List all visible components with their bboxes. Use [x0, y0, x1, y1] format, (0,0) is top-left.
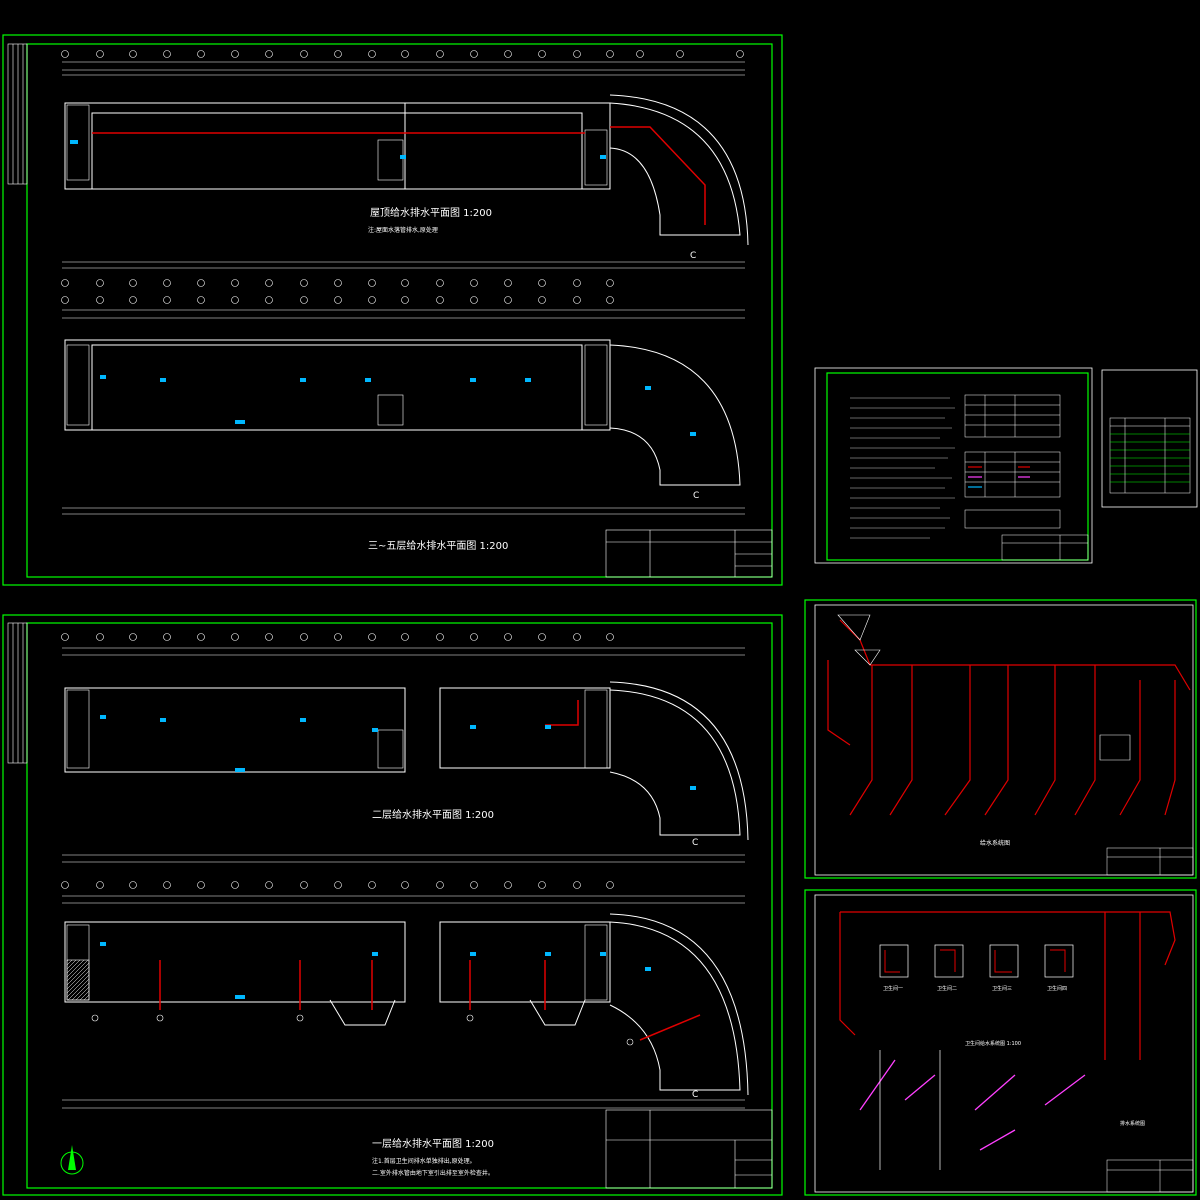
- title-block-c: [1001, 534, 1089, 561]
- title-block-b: [605, 1109, 773, 1189]
- section-mark-c: C: [692, 838, 698, 848]
- toilet-supply-main: [839, 911, 1176, 1060]
- toilet-detail-pipes: [884, 949, 1066, 973]
- binding-strip: [7, 43, 28, 185]
- drain-stacks: [879, 1050, 941, 1170]
- detail-label-2: 卫生间二: [937, 985, 957, 992]
- supply-risers: [827, 619, 1191, 816]
- binding-strip-b: [7, 622, 28, 764]
- legend-swatches: [968, 466, 1030, 488]
- roof-plan-note: 注:屋面水落管排水,原处理: [368, 226, 438, 234]
- floor-2-plan: 二层给水排水平面图 1:200 C: [61, 633, 749, 863]
- detail-label-3: 卫生间三: [992, 985, 1012, 992]
- fixtures-floor-3-5: [100, 375, 696, 436]
- note-line-2: 二.室外排水管由地下室引出排至室外检查井。: [372, 1169, 494, 1177]
- detail-label-1: 卫生间一: [883, 985, 903, 992]
- title-block-e: [1106, 1159, 1194, 1193]
- axis-bubbles-bottom: [61, 279, 614, 287]
- toilet-system-title: 卫生间给水系统图 1:100: [965, 1040, 1021, 1047]
- floor-3-5-plan: C 三~五层给水排水平面图 1:200: [61, 296, 745, 552]
- drain-system-title: 排水系统图: [1120, 1120, 1145, 1127]
- north-arrow-icon: [60, 1145, 84, 1175]
- sheet-material-list: [1101, 369, 1198, 508]
- supply-pipe-roof: [92, 126, 706, 225]
- fixtures-floor-2: [100, 715, 696, 790]
- floor-3-5-title: 三~五层给水排水平面图 1:200: [368, 539, 508, 552]
- sheet-b: 二层给水排水平面图 1:200 C: [2, 614, 783, 1196]
- sheet-a: 屋顶给水排水平面图 1:200 注:屋面水落管排水,原处理 C: [2, 34, 783, 586]
- supply-pipe-floor-2: [545, 700, 579, 726]
- roof-plan-title: 屋顶给水排水平面图 1:200: [370, 206, 492, 219]
- roof-plan: 屋顶给水排水平面图 1:200 注:屋面水落管排水,原处理 C: [61, 50, 749, 287]
- sheet-c: [814, 367, 1093, 564]
- toilet-details: [879, 944, 1074, 978]
- detail-label-4: 卫生间四: [1047, 985, 1067, 992]
- floor-1-title: 一层给水排水平面图 1:200: [372, 1137, 494, 1150]
- legend-table: [964, 394, 1061, 529]
- note-line-1: 注1.首层卫生间排水单独排出,原处理。: [372, 1157, 476, 1165]
- notes-text-lines: [850, 397, 955, 539]
- floor-2-title: 二层给水排水平面图 1:200: [372, 808, 494, 821]
- section-mark-b: C: [693, 491, 699, 501]
- axis-bubbles-top: [61, 50, 744, 58]
- section-mark-d: C: [692, 1090, 698, 1100]
- title-block-a: [605, 529, 773, 578]
- section-mark: C: [690, 251, 696, 261]
- fixtures-floor-1: [100, 942, 651, 999]
- floor-1-plan: C 一层给水排水平面图 1:200 注1.首层卫生间排水单独排出,原处理。 二.…: [61, 881, 749, 1177]
- drain-axonometrics: [859, 1059, 1086, 1151]
- fixtures-roof: [70, 140, 606, 159]
- sheet-d: 给水系统图: [804, 599, 1197, 879]
- sheet-e: 卫生间一 卫生间二 卫生间三 卫生间四 卫生间给水系统图 1:100 排水系统图: [804, 889, 1197, 1196]
- supply-pipes-floor-1: [159, 960, 701, 1041]
- title-block-d: [1106, 847, 1194, 876]
- supply-system-title: 给水系统图: [980, 839, 1010, 847]
